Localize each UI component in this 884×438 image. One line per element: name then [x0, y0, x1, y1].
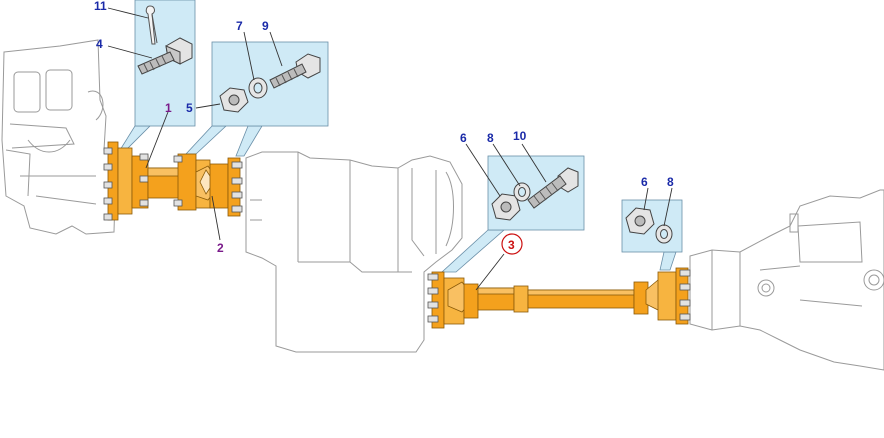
bolt-icon	[137, 37, 193, 75]
label-part-4: 4	[96, 37, 103, 51]
highlighted-part-marker[interactable]: 3	[501, 233, 523, 255]
rear-axle-outline	[689, 189, 884, 371]
label-part-8: 8	[487, 131, 494, 145]
label-part-9: 9	[262, 19, 269, 33]
transmission-outline	[245, 151, 463, 353]
engine-outline	[1, 39, 117, 235]
label-part-6-right: 6	[641, 175, 648, 189]
callout-box-11-4	[119, 0, 196, 153]
nut-icon	[219, 87, 249, 113]
bolt-icon	[269, 53, 321, 89]
label-part-10: 10	[513, 129, 527, 143]
label-part-2: 2	[217, 241, 224, 255]
front-driveshaft	[103, 141, 243, 221]
leader-lines	[107, 7, 673, 291]
label-part-5: 5	[186, 101, 193, 115]
cotter-pin-icon	[145, 5, 158, 45]
label-part-1: 1	[165, 101, 172, 115]
flange-bolts	[103, 147, 149, 221]
bolt-icon	[527, 167, 579, 209]
label-part-11: 11	[94, 0, 107, 13]
label-part-6: 6	[460, 131, 467, 145]
label-part-7: 7	[236, 19, 243, 33]
rear-driveshaft	[427, 267, 691, 329]
washer-icon	[513, 182, 531, 202]
nut-icon	[491, 193, 521, 221]
label-part-3[interactable]: 3	[508, 238, 515, 252]
label-part-8-right: 8	[667, 175, 674, 189]
nut-icon	[625, 207, 655, 235]
washer-icon	[248, 77, 268, 99]
washer-icon	[655, 224, 673, 244]
callout-box-6-8-right	[621, 199, 683, 271]
